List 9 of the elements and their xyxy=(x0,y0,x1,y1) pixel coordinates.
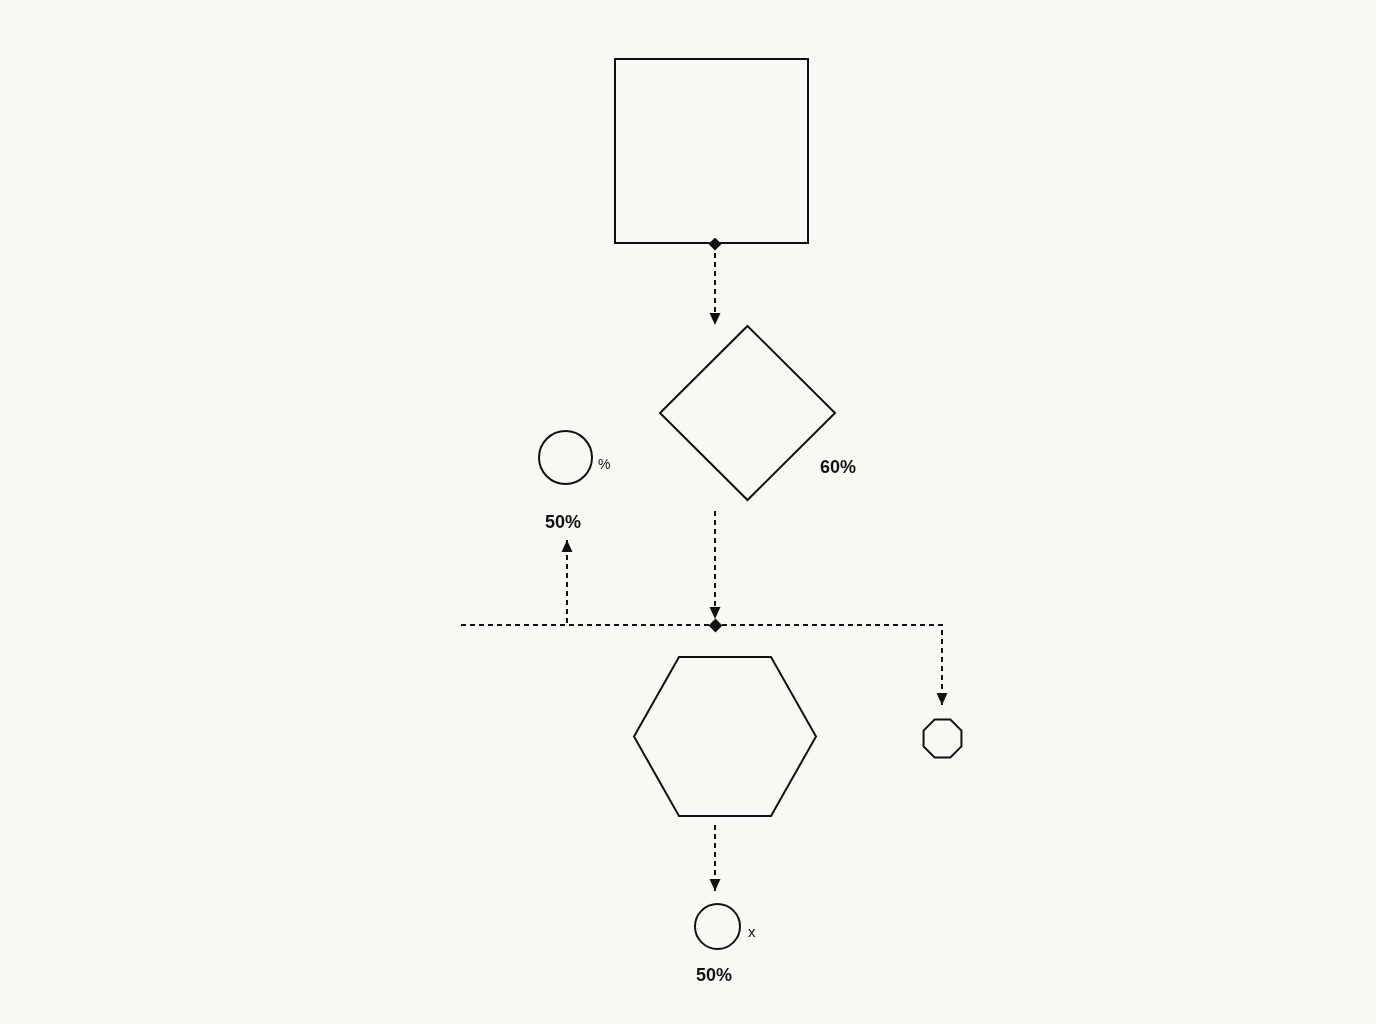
dashed-arrow xyxy=(708,237,722,326)
symbol-label: x xyxy=(748,923,756,941)
value-label: 60% xyxy=(820,457,857,478)
dashed-arrow xyxy=(709,510,721,620)
dashed-arrow xyxy=(721,624,948,706)
symbol-label: % xyxy=(598,456,611,473)
value-label: 50% xyxy=(696,965,733,986)
value-label: 50% xyxy=(545,512,582,533)
dashed-arrow xyxy=(709,824,721,892)
